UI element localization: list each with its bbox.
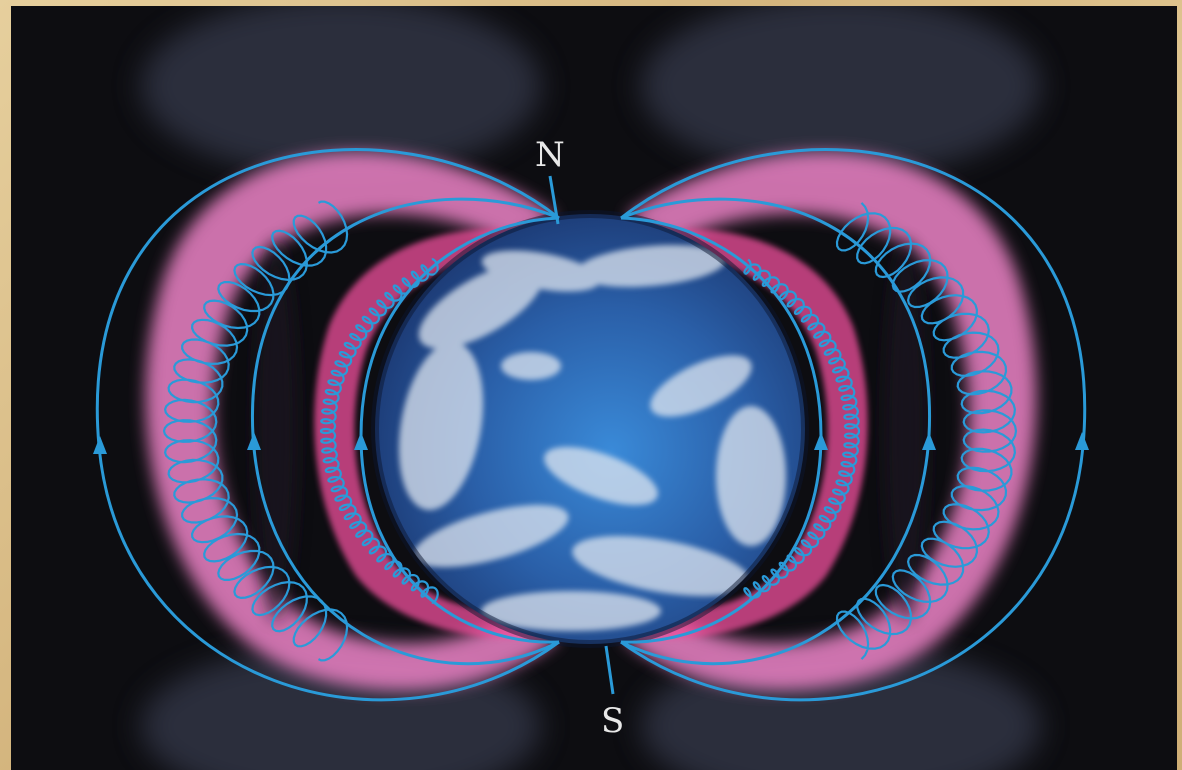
arrow-right-inner bbox=[814, 432, 828, 450]
illustration-panel: N S bbox=[11, 6, 1177, 770]
south-pole-label: S bbox=[601, 701, 624, 741]
arrow-left-inner bbox=[354, 432, 368, 450]
magnetosphere-diagram: N S bbox=[11, 6, 1177, 770]
earth bbox=[375, 214, 805, 644]
south-pole-pointer bbox=[606, 646, 613, 694]
arrow-right-outer bbox=[1075, 432, 1089, 450]
arrow-left-outer bbox=[93, 436, 107, 454]
north-pole-label: N bbox=[535, 135, 565, 175]
